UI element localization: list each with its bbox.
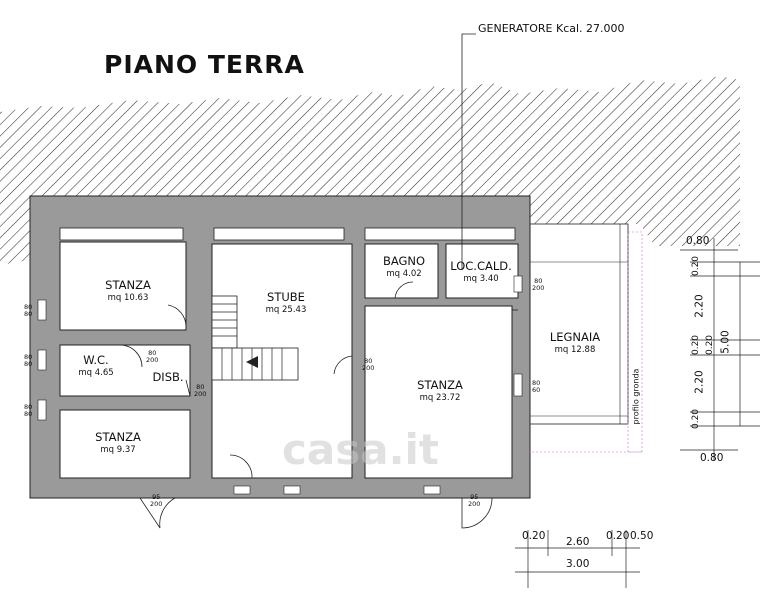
room-name: LEGNAIA	[549, 330, 601, 344]
dim-right-1: 0.20	[691, 255, 702, 277]
dim-bottom-a: 0.20	[522, 530, 546, 542]
door-label: 80 80	[24, 403, 33, 418]
door-label: 80 200	[146, 349, 159, 364]
room-area: mq 23.72	[419, 393, 461, 403]
watermark: casa.it	[282, 425, 440, 474]
generator-label: GENERATORE Kcal. 27.000	[478, 22, 625, 35]
room-name: LOC.CALD.	[450, 259, 512, 273]
dim-right-2: 2.20	[693, 294, 706, 318]
eave-profile-label: profilo gronda	[631, 368, 641, 425]
dim-right-4: 0.20	[705, 334, 716, 356]
room-name: DISB.	[152, 370, 184, 384]
room-name: W.C.	[83, 353, 109, 367]
dim-right-6: 0.20	[691, 408, 702, 430]
terrain-hatch	[0, 76, 740, 265]
room-name: STANZA	[105, 278, 151, 292]
door-label: 80 80	[24, 303, 33, 318]
dim-bottom-c: 0.20	[606, 530, 630, 542]
room-area: mq 4.02	[386, 269, 422, 279]
room-stanza-1: STANZA mq 10.63	[88, 278, 168, 303]
room-name: STANZA	[417, 378, 463, 392]
dim-right-total: 5.00	[719, 330, 732, 354]
room-stube: STUBE mq 25.43	[246, 290, 326, 315]
room-stanza-2: STANZA mq 9.37	[78, 430, 158, 455]
room-legnaia: LEGNAIA mq 12.88	[540, 330, 610, 355]
dim-right-3: 0.20	[691, 334, 702, 356]
door-label: 80 80	[24, 353, 33, 368]
dim-right-5: 2.20	[693, 370, 706, 394]
room-disb: DISB.	[148, 370, 188, 384]
room-area: mq 4.65	[78, 368, 114, 378]
page-title: PIANO TERRA	[104, 50, 305, 79]
dim-bottom-d: 0.50	[630, 530, 654, 542]
room-stanza-3: STANZA mq 23.72	[400, 378, 480, 403]
room-area: mq 9.37	[100, 445, 136, 455]
door-label: 80 200	[362, 357, 375, 372]
room-name: STANZA	[95, 430, 141, 444]
dim-bottom-total: 3.00	[566, 558, 590, 570]
dim-right-top: 0.80	[686, 235, 710, 247]
room-area: mq 3.40	[463, 274, 499, 284]
room-name: STUBE	[267, 290, 305, 304]
room-wc: W.C. mq 4.65	[66, 353, 126, 378]
door-label: 95 200	[150, 493, 163, 508]
room-bagno: BAGNO mq 4.02	[374, 254, 434, 279]
dim-bottom-b: 2.60	[566, 536, 590, 548]
door-label: 80 200	[532, 277, 545, 292]
room-loc-cald: LOC.CALD. mq 3.40	[448, 259, 514, 284]
door-label: 80 60	[532, 379, 541, 394]
room-name: BAGNO	[382, 254, 426, 268]
dim-right-bottom: 0.80	[700, 452, 724, 464]
door-label: 95 200	[468, 493, 481, 508]
door-label: 80 200	[194, 383, 207, 398]
room-area: mq 10.63	[107, 293, 149, 303]
room-area: mq 12.88	[554, 345, 596, 355]
room-area: mq 25.43	[265, 305, 307, 315]
